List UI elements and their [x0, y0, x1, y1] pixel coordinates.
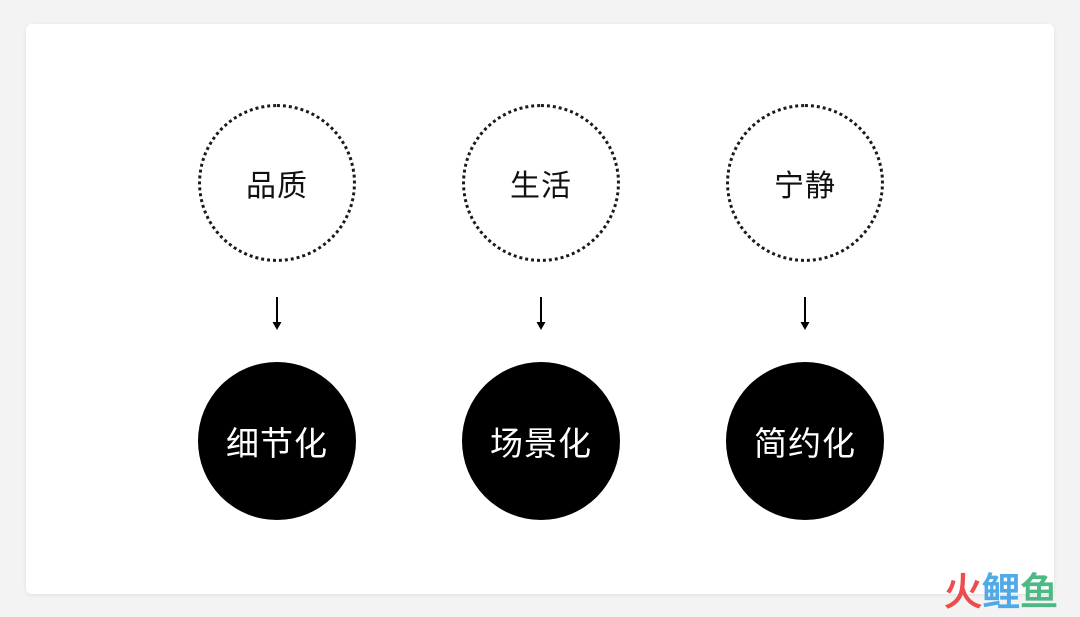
- watermark-char: 鲤: [981, 570, 1020, 614]
- diagram-card: 品质 细节化 生活 场景化 宁静 简约化: [26, 24, 1054, 594]
- down-arrow-icon: [800, 297, 810, 330]
- watermark-char: 鱼: [1019, 570, 1058, 614]
- watermark-char: 火: [943, 570, 982, 614]
- solid-circle-scene: 场景化: [462, 362, 620, 520]
- dotted-circle-life: 生活: [462, 104, 620, 262]
- column-life: 生活 场景化: [461, 24, 621, 594]
- concept-label-quality: 品质: [246, 169, 308, 204]
- column-calm: 宁静 简约化: [725, 24, 885, 594]
- result-label-detail: 细节化: [226, 424, 328, 463]
- watermark-logo: 火 鲤 鱼: [944, 573, 1058, 611]
- concept-label-calm: 宁静: [774, 169, 836, 204]
- dotted-circle-quality: 品质: [198, 104, 356, 262]
- column-quality: 品质 细节化: [197, 24, 357, 594]
- result-label-simple: 简约化: [754, 424, 856, 463]
- result-label-scene: 场景化: [490, 424, 592, 463]
- solid-circle-detail: 细节化: [198, 362, 356, 520]
- down-arrow-icon: [536, 297, 546, 330]
- dotted-circle-calm: 宁静: [726, 104, 884, 262]
- solid-circle-simple: 简约化: [726, 362, 884, 520]
- down-arrow-icon: [272, 297, 282, 330]
- concept-label-life: 生活: [510, 169, 572, 204]
